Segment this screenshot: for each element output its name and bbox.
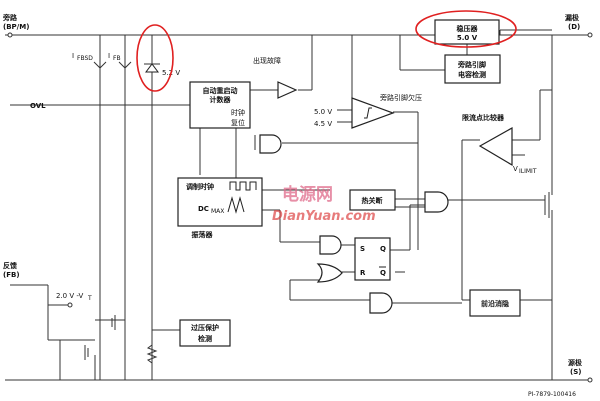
pin-source-name: 源极 [568, 358, 583, 367]
auto-restart-line1: 自动重启动 [203, 86, 238, 95]
pin-feedback-code: (FB) [3, 271, 20, 279]
pin-drain-code: (D) [568, 23, 580, 31]
zener-highlight-ellipse [136, 24, 174, 92]
fb-reference: 2.0 V -V T [56, 292, 92, 308]
leb-label: 前沿消隐 [481, 299, 509, 308]
set-and-gate [319, 235, 342, 255]
v5-label: 5.0 V [314, 108, 332, 116]
output-and-gate [424, 191, 449, 213]
fb-ref-label: 2.0 V -V [56, 292, 83, 300]
ifb-label: I [108, 52, 110, 60]
pin-drain-name: 漏极 [565, 13, 580, 22]
leb-block: 前沿消隐 [469, 289, 521, 317]
pin-bypass-code: (BP/M) [3, 23, 29, 31]
thermal-label: 热关断 [362, 196, 383, 205]
ovp-line1: 过压保护 [191, 323, 219, 332]
bp-cap-detect-line1: 旁路引脚 [457, 60, 486, 69]
vilimit-sub: ILIMIT [519, 168, 537, 175]
fb-transistor-icon [84, 315, 116, 360]
pin-source-code: (S) [570, 368, 581, 376]
thermal-shutdown-block: 热关断 [349, 189, 396, 211]
vilimit-label: V [513, 165, 518, 173]
regulator-voltage: 5.0 V [457, 34, 478, 42]
pin-drain: 漏极 (D) [565, 13, 580, 31]
ovl-label: OVL [30, 102, 46, 110]
bp-cap-detect-line2: 电容检测 [458, 70, 486, 79]
bp-uv-comparator: 旁路引脚欠压 5.0 V 4.5 V [314, 93, 422, 129]
oscillator-bottom-label: 振荡器 [192, 230, 214, 239]
watermark-cn: 电源网 [282, 184, 333, 205]
bp-uv-label: 旁路引脚欠压 [380, 93, 422, 102]
fault-buffer: 出现故障 [253, 56, 298, 99]
dcmax-sub: MAX [211, 208, 224, 215]
zener-diode-icon: 5.2 V [144, 63, 180, 77]
ovp-block: 过压保护 检测 [179, 319, 231, 347]
latch-r: R [360, 269, 366, 277]
sr-latch: S R Q Q [354, 237, 391, 281]
latch-qbar: Q [380, 269, 386, 277]
clock-label: 时钟 [231, 108, 245, 117]
v45-label: 4.5 V [314, 120, 332, 128]
bp-cap-detect-block: 旁路引脚 电容检测 [444, 54, 501, 84]
ifb-sub: FB [113, 55, 121, 62]
part-number: PI-7879-100416 [528, 391, 576, 398]
ovp-line2: 检测 [198, 334, 212, 343]
latch-q: Q [380, 245, 386, 253]
ilimit-comparator: 限流点比较器 V ILIMIT [462, 113, 537, 175]
regulator-title: 稳压器 [457, 24, 479, 33]
reset-or-gate [316, 263, 343, 283]
pin-bypass: 旁路 (BP/M) [2, 13, 29, 31]
watermark: 电源网 DianYuan.com [272, 184, 376, 224]
leb-and-gate [369, 292, 393, 314]
oscillator-block: 调制时钟 DC MAX 振荡器 [177, 177, 263, 239]
wires [5, 29, 593, 383]
reset-and-gate [259, 134, 282, 154]
ifbsd-sub: FBSD [77, 55, 93, 62]
auto-restart-counter-block: 自动重启动 计数器 时钟 复位 [189, 81, 251, 129]
pin-feedback-name: 反馈 [3, 261, 17, 270]
pin-source: 源极 (S) [568, 358, 583, 376]
current-source-ifbsd: I FBSD [72, 52, 107, 69]
current-source-ifb: I FB [108, 52, 132, 69]
fault-label: 出现故障 [253, 56, 281, 65]
pin-bypass-name: 旁路 [2, 13, 18, 22]
fb-ref-sub: T [87, 295, 92, 302]
auto-restart-line2: 计数器 [210, 95, 232, 104]
ifbsd-label: I [72, 52, 74, 60]
regulator-block: 稳压器 5.0 V [434, 19, 500, 45]
pin-feedback: 反馈 (FB) [3, 261, 20, 279]
reset-label: 复位 [231, 118, 245, 127]
resistor-icon [146, 344, 158, 364]
watermark-en: DianYuan.com [272, 209, 376, 224]
regulator-highlight-ellipse [415, 10, 517, 48]
latch-s: S [360, 245, 365, 253]
ilimit-label: 限流点比较器 [462, 113, 505, 122]
dcmax-label: DC [198, 205, 209, 213]
oscillator-top-label: 调制时钟 [186, 182, 214, 191]
